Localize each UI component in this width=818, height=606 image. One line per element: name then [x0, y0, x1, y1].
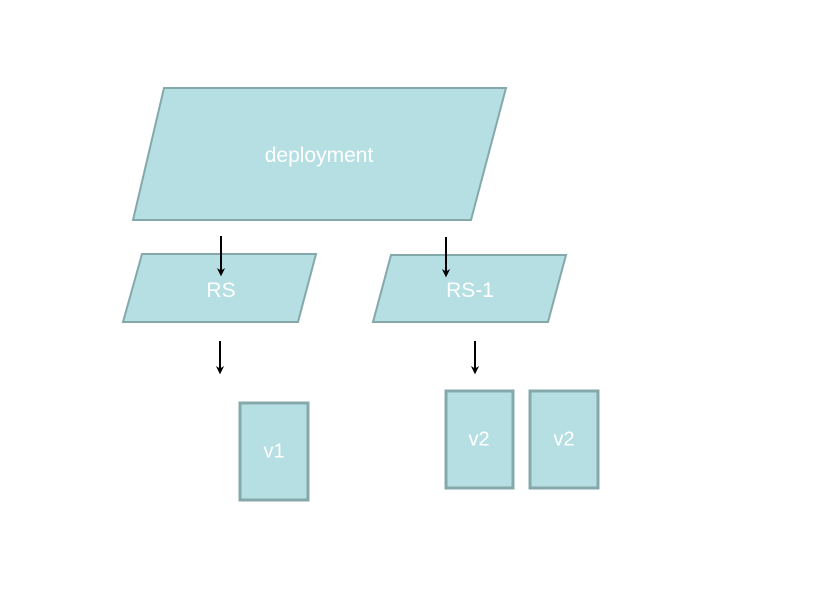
node-shape-rs[interactable]: [121, 253, 318, 323]
node-shape-deployment[interactable]: [131, 87, 508, 221]
node-shape-pod-v2-b[interactable]: [528, 389, 600, 490]
node-shape-pod-v2-a[interactable]: [444, 389, 515, 490]
node-shape-pod-v1[interactable]: [238, 401, 310, 502]
node-shape-rs-1[interactable]: [371, 254, 568, 323]
